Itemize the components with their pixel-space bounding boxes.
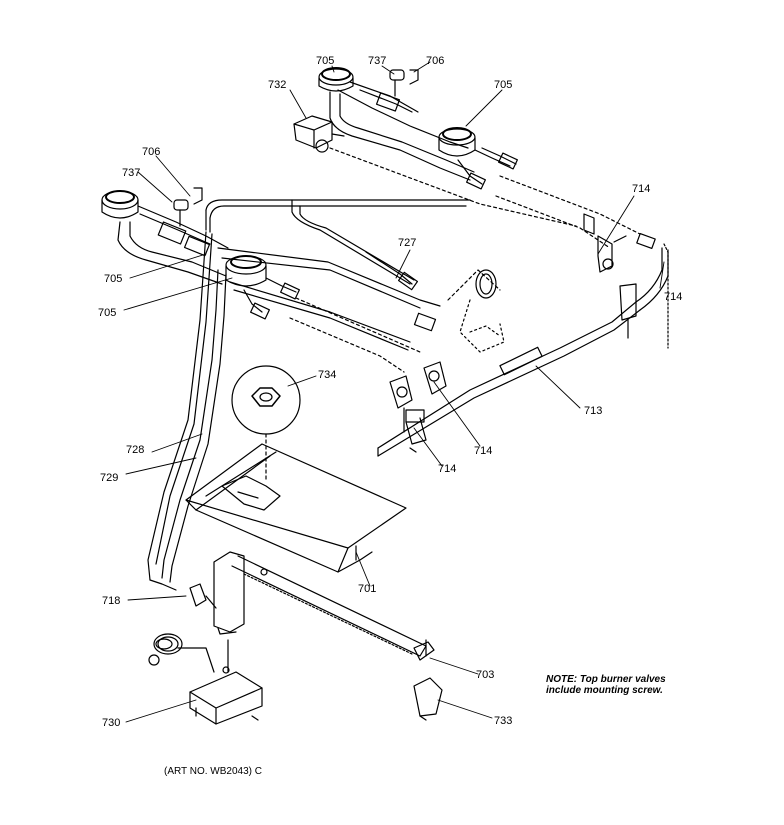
front-burner-assembly — [101, 187, 300, 320]
label-705: 705 — [104, 273, 122, 285]
label-701: 701 — [358, 583, 376, 595]
ignitor-coil — [459, 269, 505, 353]
label-705: 705 — [494, 79, 512, 91]
label-714: 714 — [664, 291, 682, 303]
callout-leaders — [123, 61, 665, 723]
label-728: 728 — [126, 444, 144, 456]
label-718: 718 — [102, 595, 120, 607]
label-732: 732 — [268, 79, 286, 91]
label-729: 729 — [100, 472, 118, 484]
note-line-2: include mounting screw. — [546, 685, 663, 696]
burner-valves — [389, 213, 669, 453]
part-labels: 705 737 706 732 705 706 737 714 727 714 … — [98, 55, 682, 729]
manifold-and-tubes — [147, 147, 669, 591]
label-714: 714 — [632, 183, 650, 195]
note-line-1: NOTE: Top burner valves — [546, 674, 666, 685]
label-727: 727 — [398, 237, 416, 249]
label-705: 705 — [316, 55, 334, 67]
label-734: 734 — [318, 369, 336, 381]
label-733: 733 — [494, 715, 512, 727]
label-714: 714 — [474, 445, 492, 457]
label-703: 703 — [476, 669, 494, 681]
label-737: 737 — [122, 167, 140, 179]
label-714: 714 — [438, 463, 456, 475]
art-number: (ART NO. WB2043) C — [164, 766, 262, 777]
label-706: 706 — [426, 55, 444, 67]
label-705: 705 — [98, 307, 116, 319]
label-737: 737 — [368, 55, 386, 67]
mounting-note: NOTE: Top burner valves include mounting… — [546, 674, 666, 696]
rear-burner-assembly — [293, 67, 518, 190]
label-713: 713 — [584, 405, 602, 417]
nut-callout — [231, 365, 301, 481]
label-730: 730 — [102, 717, 120, 729]
label-706: 706 — [142, 146, 160, 158]
oven-burner — [148, 443, 443, 725]
